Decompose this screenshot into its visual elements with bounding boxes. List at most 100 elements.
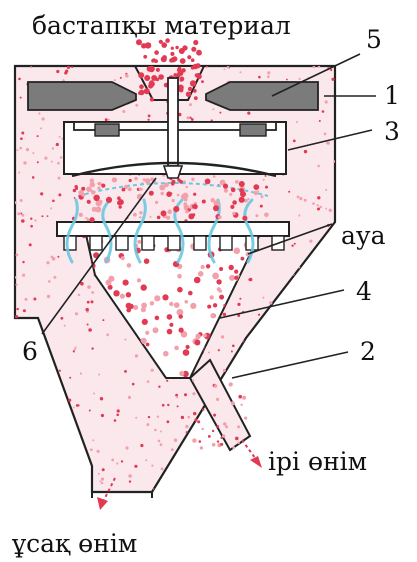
particle-dot xyxy=(231,188,236,193)
particle-dot xyxy=(128,187,132,191)
particle-dot xyxy=(317,204,319,206)
particle-dot xyxy=(332,78,335,81)
particle-dot xyxy=(239,188,244,193)
particle-dot xyxy=(310,348,313,351)
particle-dot xyxy=(177,70,183,76)
particle-dot xyxy=(231,468,233,470)
particle-dot xyxy=(214,384,218,388)
guide-vane-slat xyxy=(194,236,206,250)
particle-dot xyxy=(57,162,60,165)
particle-dot xyxy=(217,287,221,291)
particle-dot xyxy=(15,315,18,318)
particle-dot xyxy=(305,392,307,394)
particle-dot xyxy=(128,474,132,478)
particle-dot xyxy=(18,448,21,451)
particle-dot xyxy=(191,470,194,473)
particle-dot xyxy=(27,406,31,410)
particle-dot xyxy=(61,317,64,320)
particle-dot xyxy=(63,440,66,443)
particle-dot xyxy=(241,257,245,261)
particle-dot xyxy=(53,465,56,468)
particle-dot xyxy=(18,407,20,409)
particle-dot xyxy=(163,351,169,357)
particle-dot xyxy=(270,386,273,389)
particle-dot xyxy=(141,284,147,290)
particle-dot xyxy=(20,213,22,215)
particle-dot xyxy=(208,352,210,354)
particle-dot xyxy=(52,147,54,149)
particle-dot xyxy=(174,346,179,351)
guide-vane-slat xyxy=(168,236,180,250)
particle-dot xyxy=(166,191,172,197)
particle-dot xyxy=(189,103,192,106)
callout-2: 2 xyxy=(360,337,376,366)
particle-dot xyxy=(102,319,104,321)
particle-dot xyxy=(108,499,110,501)
particle-dot xyxy=(87,301,90,304)
particle-dot xyxy=(193,40,198,45)
particle-dot xyxy=(227,66,230,69)
particle-dot xyxy=(238,395,242,399)
particle-dot xyxy=(310,438,313,441)
particle-dot xyxy=(178,457,182,461)
particle-dot xyxy=(319,120,321,122)
particle-dot xyxy=(144,88,150,94)
particle-dot xyxy=(269,301,272,304)
particle-dot xyxy=(125,446,128,449)
particle-dot xyxy=(210,295,214,299)
particle-dot xyxy=(281,363,284,366)
particle-dot xyxy=(101,482,104,485)
particle-dot xyxy=(216,425,219,428)
particle-dot xyxy=(330,372,333,375)
particle-dot xyxy=(232,446,235,449)
particle-dot xyxy=(288,191,290,193)
particle-dot xyxy=(186,431,188,433)
particle-dot xyxy=(112,177,117,182)
particle-dot xyxy=(150,216,152,218)
particle-dot xyxy=(264,213,269,218)
particle-dot xyxy=(193,412,196,415)
particle-dot xyxy=(26,148,29,151)
particle-dot xyxy=(172,199,175,202)
fine-product-label: ұсақ өнім xyxy=(11,529,137,558)
particle-dot xyxy=(219,295,224,300)
guide-vane-slat xyxy=(220,236,232,250)
particle-dot xyxy=(120,77,122,79)
particle-dot xyxy=(96,200,102,206)
particle-dot xyxy=(49,460,52,463)
particle-dot xyxy=(47,486,50,489)
particle-dot xyxy=(270,318,273,321)
left-inner-pad xyxy=(95,124,119,136)
particle-dot xyxy=(15,284,17,286)
particle-dot xyxy=(58,193,61,196)
particle-dot xyxy=(194,340,200,346)
particle-dot xyxy=(230,205,234,209)
particle-dot xyxy=(170,52,174,56)
particle-dot xyxy=(237,425,240,428)
particle-dot xyxy=(59,370,61,372)
particle-dot xyxy=(154,50,159,55)
particle-dot xyxy=(322,110,325,113)
particle-dot xyxy=(29,243,32,246)
particle-dot xyxy=(169,302,173,306)
particle-dot xyxy=(325,100,328,103)
particle-dot xyxy=(21,219,25,223)
particle-dot xyxy=(19,147,22,150)
particle-dot xyxy=(218,349,220,351)
particle-dot xyxy=(181,194,186,199)
particle-dot xyxy=(167,314,173,320)
particle-dot xyxy=(161,210,167,216)
particle-dot xyxy=(73,350,75,352)
particle-dot xyxy=(313,66,316,69)
particle-dot xyxy=(285,391,288,394)
particle-dot xyxy=(118,199,124,205)
particle-dot xyxy=(73,436,76,439)
leader-2 xyxy=(232,352,348,378)
particle-dot xyxy=(129,179,132,182)
particle-dot xyxy=(253,340,260,347)
particle-dot xyxy=(15,489,18,492)
particle-dot xyxy=(67,66,70,69)
particle-dot xyxy=(48,280,51,283)
particle-dot xyxy=(191,58,195,62)
